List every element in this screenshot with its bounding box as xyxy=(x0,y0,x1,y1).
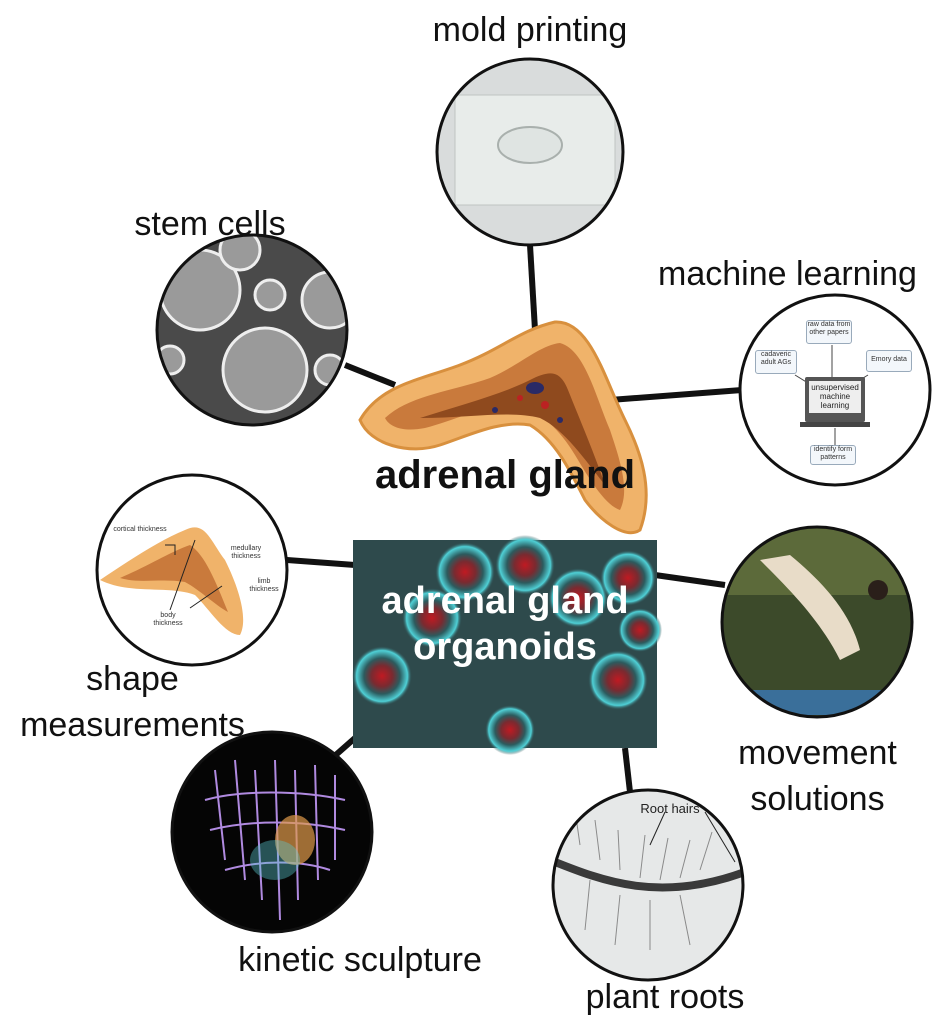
shape-label-medullary: medullary thickness xyxy=(230,545,262,560)
ml-box-text: identify form patterns xyxy=(813,446,853,461)
shape-label-body: body thickness xyxy=(153,612,183,627)
ml-laptop-text: unsupervised machine learning xyxy=(811,383,859,410)
label-mold-printing: mold printing xyxy=(432,11,628,49)
organoids-line-1: adrenal gland xyxy=(381,580,629,622)
shape-line-2: measurements xyxy=(20,706,245,744)
ml-box-raw-data: raw data from other papers xyxy=(806,320,852,344)
label-stem-cells: stem cells xyxy=(134,205,286,243)
ml-box-text: cadaveric adult AGs xyxy=(760,351,792,366)
movement-line-2: solutions xyxy=(750,780,885,818)
kinetic-sculpture-image xyxy=(172,732,372,932)
shape-line-1: shape xyxy=(86,660,179,698)
root-hairs-label: Root hairs xyxy=(640,801,700,816)
label-machine-learning: machine learning xyxy=(658,255,917,293)
stem-cells-image xyxy=(157,235,347,425)
organoids-line-2: organoids xyxy=(413,626,597,668)
label-organoids: adrenal gland organoids xyxy=(353,578,657,670)
shape-measurement-gland xyxy=(100,527,244,635)
label-kinetic-sculpture: kinetic sculpture xyxy=(238,941,482,979)
ml-box-cadaveric: cadaveric adult AGs xyxy=(755,350,797,374)
plant-roots-image xyxy=(553,790,743,980)
adrenal-gland-illustration xyxy=(358,320,648,535)
label-adrenal-gland: adrenal gland xyxy=(374,453,636,497)
ml-box-text: raw data from other papers xyxy=(807,321,851,336)
ml-box-identify: identify form patterns xyxy=(810,445,856,465)
label-shape-measurements: shape measurements xyxy=(0,656,265,748)
label-movement-solutions: movement solutions xyxy=(720,730,915,822)
ml-box-text: Emory data xyxy=(871,356,907,363)
organoids-image xyxy=(352,535,662,755)
ml-box-emory: Emory data xyxy=(866,350,912,372)
shape-label-cortical: cortical thickness xyxy=(113,526,167,533)
label-plant-roots: plant roots xyxy=(585,978,745,1016)
shape-label-limb: limb thickness xyxy=(249,578,279,593)
movement-line-1: movement xyxy=(738,734,897,772)
mold-printing-image xyxy=(437,59,623,245)
